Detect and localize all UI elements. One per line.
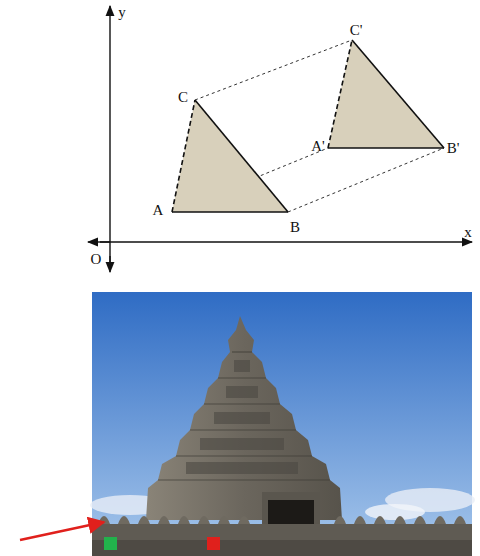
y-axis [109, 6, 110, 270]
red-marker [207, 537, 220, 550]
vertex-label: O [91, 252, 102, 267]
x-axis [100, 241, 472, 242]
coordinate-diagram [88, 6, 472, 272]
translation-lines [172, 40, 444, 212]
green-marker [104, 537, 117, 550]
vertex-label: B [290, 220, 300, 235]
vertex-label: C [178, 90, 188, 105]
pointer-arrow [20, 522, 104, 540]
triangle-abc [172, 100, 288, 212]
y-axis-neg [109, 256, 110, 272]
vertex-label: y [118, 5, 126, 20]
vertex-label: C' [350, 23, 363, 38]
vertex-label: A [153, 203, 164, 218]
triangle-image [328, 40, 444, 148]
vertex-label: x [464, 225, 472, 240]
temple-photo [90, 292, 475, 556]
vertex-label: A' [311, 139, 325, 154]
vertex-label: B' [447, 141, 460, 156]
x-axis-neg [88, 241, 110, 242]
